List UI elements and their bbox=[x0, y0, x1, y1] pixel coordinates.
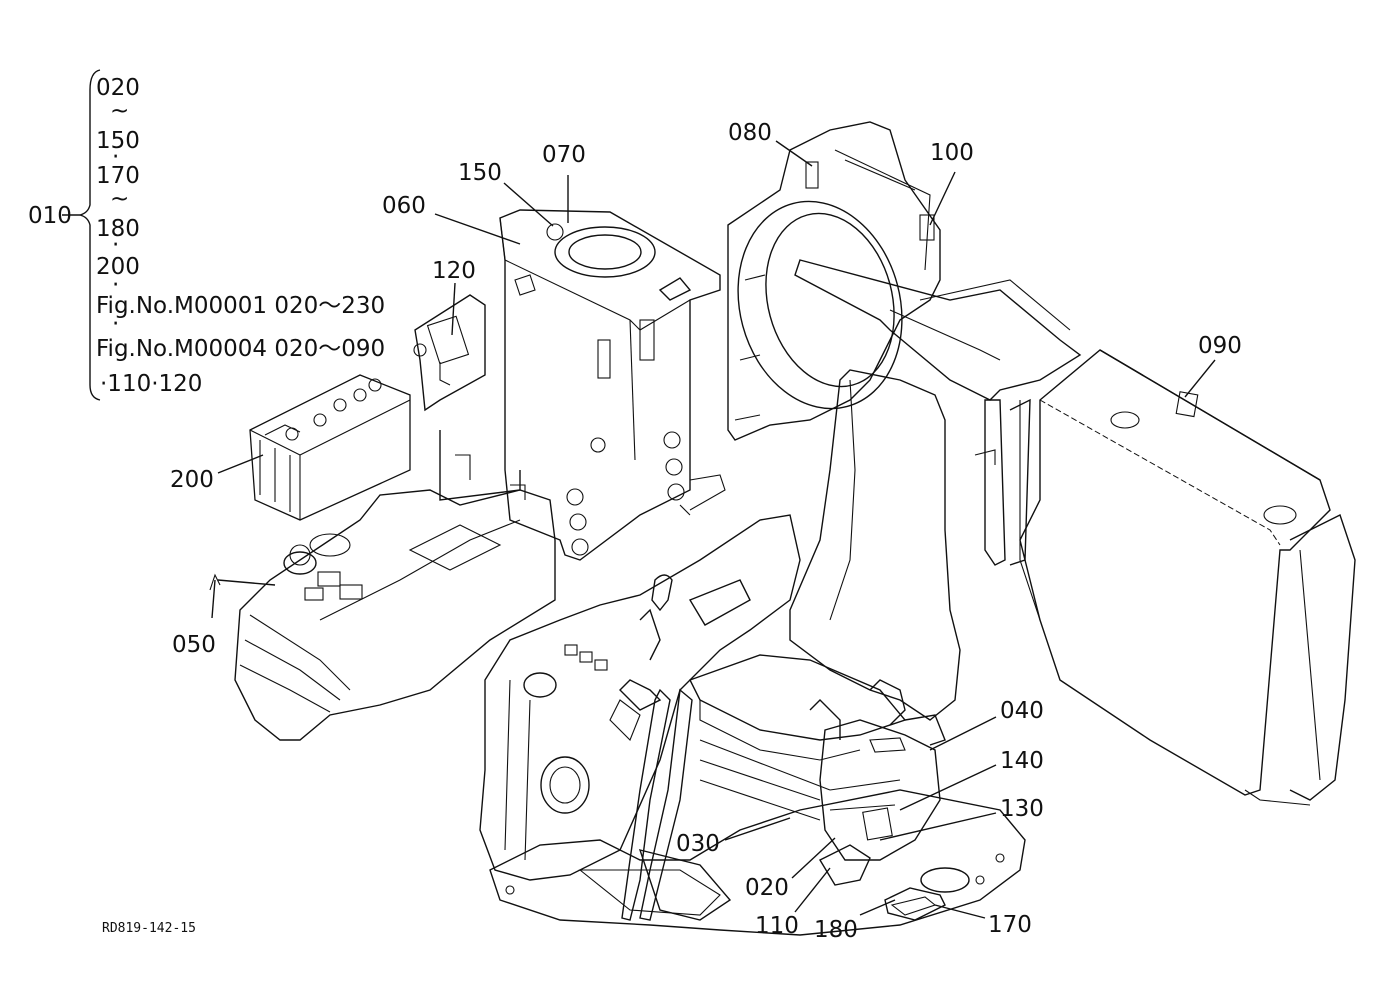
callout-030: 030 bbox=[676, 831, 720, 857]
floor-plate-drawing bbox=[489, 789, 1026, 936]
callout-labels: 070 150 060 120 200 050 080 100 090 040 … bbox=[170, 120, 1242, 943]
right-console-drawing bbox=[479, 514, 801, 881]
fan-shroud-drawing bbox=[727, 121, 941, 441]
callout-200: 200 bbox=[170, 467, 214, 493]
callout-040: 040 bbox=[1000, 698, 1044, 724]
bracket-120-drawing bbox=[413, 294, 486, 412]
legend-line: 150 bbox=[96, 128, 140, 154]
leader-lines bbox=[211, 140, 1216, 919]
callout-110: 110 bbox=[755, 913, 799, 939]
callout-070: 070 bbox=[542, 142, 586, 168]
legend-line: 180 bbox=[96, 216, 140, 242]
legend-line: · bbox=[112, 311, 119, 337]
callout-060: 060 bbox=[382, 193, 426, 219]
control-panel-box-drawing bbox=[499, 209, 726, 561]
battery-drawing bbox=[249, 374, 411, 521]
legend-line: 170 bbox=[96, 163, 140, 189]
legend-main-ref: 010 bbox=[28, 203, 72, 229]
callout-120: 120 bbox=[432, 258, 476, 284]
legend-line: · bbox=[112, 272, 119, 298]
callout-130: 130 bbox=[1000, 796, 1044, 822]
pedal-drawing bbox=[819, 844, 946, 921]
frame-drawing bbox=[794, 259, 1082, 566]
callout-170: 170 bbox=[988, 912, 1032, 938]
control-levers-drawing bbox=[619, 679, 732, 921]
callout-050: 050 bbox=[172, 632, 216, 658]
legend-line: ~ bbox=[110, 186, 129, 212]
drawing-number: RD819-142-15 bbox=[102, 921, 196, 936]
callout-150: 150 bbox=[458, 160, 502, 186]
legend-line: 200 bbox=[96, 254, 140, 280]
operator-seat-drawing bbox=[689, 369, 961, 861]
legend-line: · bbox=[112, 144, 119, 170]
legend-line: · bbox=[112, 232, 119, 258]
callout-100: 100 bbox=[930, 140, 974, 166]
callout-140: 140 bbox=[1000, 748, 1044, 774]
legend-line: Fig.No.M00004 020～090 bbox=[96, 336, 385, 362]
callout-080: 080 bbox=[728, 120, 772, 146]
callout-090: 090 bbox=[1198, 333, 1242, 359]
legend-line: 020 bbox=[96, 75, 140, 101]
callout-180: 180 bbox=[814, 917, 858, 943]
callout-020: 020 bbox=[745, 875, 789, 901]
radiator-drawing bbox=[1019, 349, 1356, 806]
left-console-drawing bbox=[209, 430, 556, 741]
legend-line: ~ bbox=[110, 98, 129, 124]
legend-line: ·110·120 bbox=[100, 371, 202, 397]
legend-line: Fig.No.M00001 020～230 bbox=[96, 293, 385, 319]
legend-group: 010 020 ~ 150 · 170 ~ 180 · 200 · Fig.No… bbox=[28, 69, 385, 401]
